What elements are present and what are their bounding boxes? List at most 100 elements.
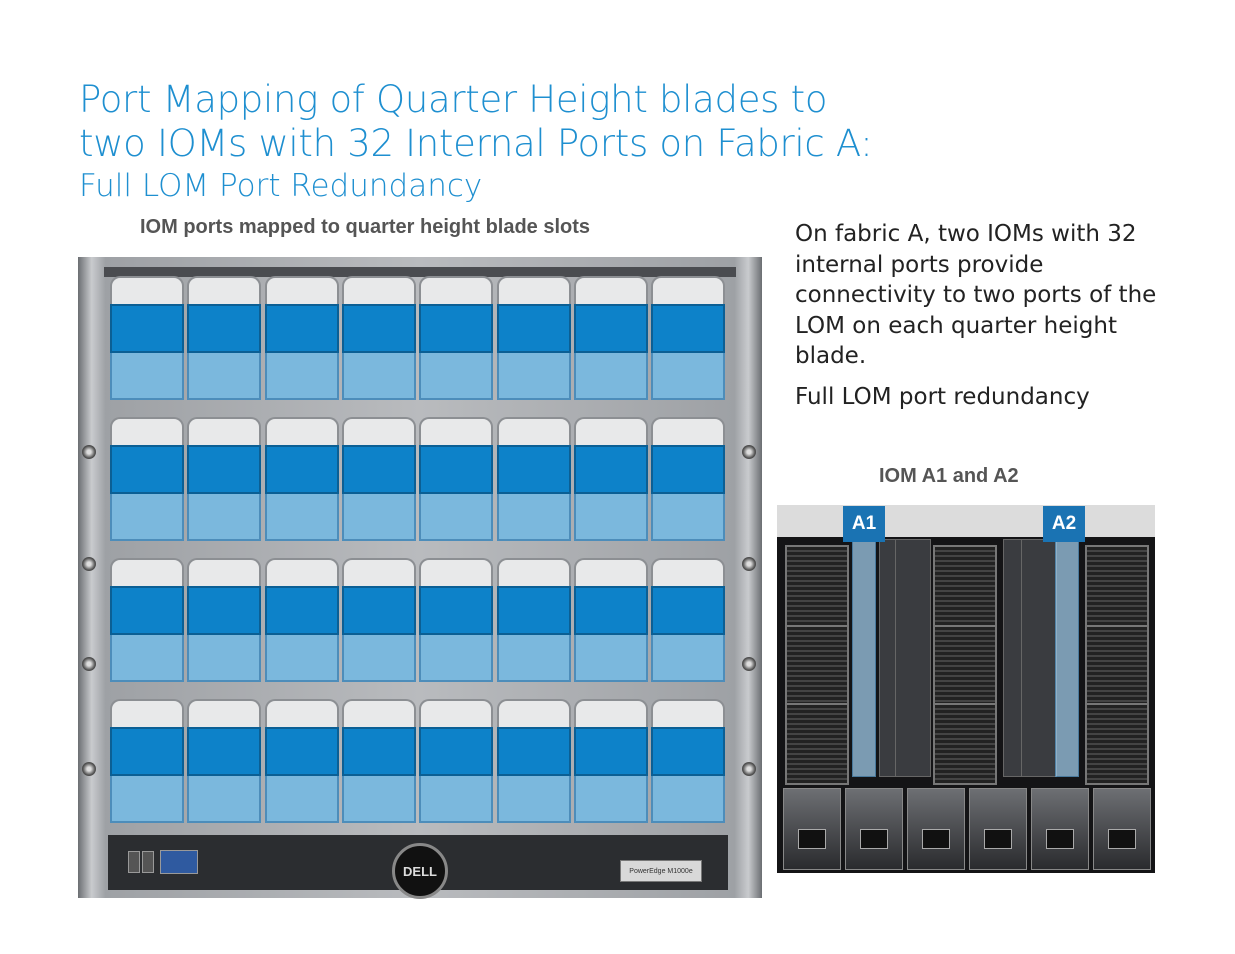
blade-slot [341,276,416,400]
port-iom-a2 [573,353,648,400]
port-iom-a2 [651,494,726,541]
port-iom-a2 [264,353,339,400]
blade-handle [264,417,339,445]
blade-handle [496,417,571,445]
port-iom-a1 [651,727,726,776]
fan-module-icon [1085,703,1149,785]
port-iom-a2 [651,776,726,823]
blade-slot [419,276,494,400]
blade-slot [419,558,494,682]
blade-handle [110,276,184,304]
blade-handle [341,417,416,445]
port-iom-a2 [187,353,262,400]
blade-handle [651,699,726,727]
port-iom-a1 [264,304,339,353]
port-iom-a2 [651,353,726,400]
chassis-screw [742,445,756,459]
blade-handle [651,276,726,304]
blade-slot [341,699,416,823]
chassis-top-bezel [104,267,736,277]
blade-handle [187,417,262,445]
port-iom-a2 [187,776,262,823]
blade-slot [573,276,648,400]
chassis-screw [742,762,756,776]
blade-slot [187,699,262,823]
iom-module [1021,539,1057,777]
blade-handle [110,558,184,586]
port-iom-a1 [573,304,648,353]
blade-handle [264,558,339,586]
blade-row [110,417,726,558]
fan-module-icon [1085,545,1149,627]
blade-slot [651,558,726,682]
blade-slot [419,699,494,823]
blade-slot [496,699,571,823]
description: On fabric A, two IOMs with 32 internal p… [795,219,1175,412]
blade-handle [651,558,726,586]
blade-handle [496,699,571,727]
rear-chassis-image [777,505,1155,873]
port-iom-a2 [496,494,571,541]
blade-slot [573,558,648,682]
power-supply-icon [845,788,903,870]
blade-slot [419,417,494,541]
port-iom-a2 [264,494,339,541]
iom-a2-module [1055,537,1079,777]
port-iom-a2 [110,494,184,541]
power-supply-icon [907,788,965,870]
left-caption: IOM ports mapped to quarter height blade… [140,216,591,238]
blade-slot [110,699,184,823]
blade-slot [651,417,726,541]
iom-a2-label: A2 [1043,506,1085,542]
port-iom-a1 [496,727,571,776]
blade-handle [341,558,416,586]
port-iom-a1 [573,727,648,776]
blade-handle [496,276,571,304]
blade-slot [264,699,339,823]
port-iom-a2 [573,494,648,541]
blade-handle [264,699,339,727]
blade-row [110,276,726,417]
port-iom-a1 [110,304,184,353]
blade-handle [419,558,494,586]
blade-handle [573,417,648,445]
fan-module-icon [933,703,997,785]
port-iom-a1 [573,586,648,635]
port-iom-a2 [341,353,416,400]
port-iom-a1 [419,304,494,353]
dell-logo: DELL [392,843,448,899]
blade-slot [341,558,416,682]
port-iom-a2 [187,494,262,541]
right-caption: IOM A1 and A2 [879,465,1019,487]
port-iom-a1 [496,445,571,494]
blade-slot [573,699,648,823]
blade-handle [419,417,494,445]
blade-handle [110,699,184,727]
blade-slot [573,417,648,541]
blade-slot [264,417,339,541]
blade-slot [651,699,726,823]
blade-handle [187,558,262,586]
blade-slot [264,276,339,400]
power-supply-icon [1093,788,1151,870]
port-iom-a2 [264,776,339,823]
fan-module-icon [785,703,849,785]
blade-slot [187,276,262,400]
port-iom-a2 [110,776,184,823]
port-iom-a1 [187,445,262,494]
blade-slot [651,276,726,400]
page-title: Port Mapping of Quarter Height blades to… [79,78,873,205]
title-line-2: two IOMs with 32 Internal Ports on Fabri… [79,122,873,165]
blade-handle [651,417,726,445]
blade-slot [496,558,571,682]
blade-handle [341,699,416,727]
port-iom-a1 [264,727,339,776]
port-iom-a2 [496,353,571,400]
port-iom-a2 [419,635,494,682]
power-supply-icon [969,788,1027,870]
blade-handle [419,699,494,727]
port-iom-a2 [496,635,571,682]
chassis-screw [82,445,96,459]
port-iom-a2 [419,353,494,400]
port-iom-a2 [573,776,648,823]
